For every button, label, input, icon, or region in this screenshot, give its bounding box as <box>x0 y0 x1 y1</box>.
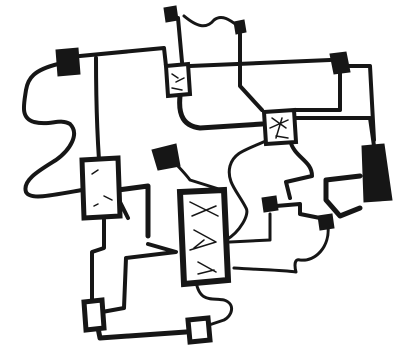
wire <box>184 16 238 26</box>
wire <box>296 70 340 110</box>
terminal-block <box>56 48 80 76</box>
wire <box>178 18 182 62</box>
component-box <box>180 190 228 284</box>
wire <box>240 34 262 110</box>
component-box <box>84 300 104 330</box>
wire <box>180 96 262 128</box>
wire <box>92 220 104 300</box>
terminal-block <box>152 144 180 170</box>
terminal-block <box>362 144 392 202</box>
wire <box>234 226 328 272</box>
wire <box>98 328 186 338</box>
component-box <box>264 110 296 144</box>
wire <box>276 204 320 218</box>
terminal-block <box>234 20 246 34</box>
wire <box>226 140 268 240</box>
wire <box>190 60 330 66</box>
terminal-block <box>318 214 334 230</box>
component-box <box>166 64 190 96</box>
terminal-block <box>330 52 350 74</box>
wire <box>292 118 374 146</box>
wire <box>80 48 166 66</box>
wire <box>96 58 99 160</box>
wire <box>102 244 176 312</box>
terminal-block <box>262 196 278 212</box>
wire <box>230 214 270 242</box>
wire <box>326 176 360 216</box>
component-box <box>188 318 210 342</box>
wire <box>24 64 82 196</box>
component-box <box>82 158 120 218</box>
terminal-block <box>164 6 178 22</box>
wire <box>286 140 312 198</box>
